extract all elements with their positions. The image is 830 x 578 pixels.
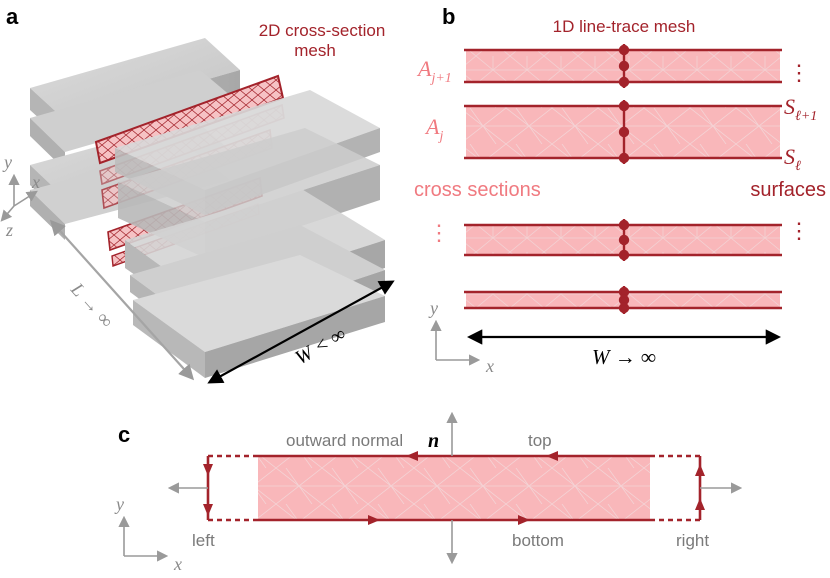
top-direction-left-arrow-2 (546, 451, 558, 461)
panel-a: a (0, 4, 395, 384)
boundary-direction-arrows (203, 451, 705, 525)
panel-c-letter: c (118, 422, 130, 447)
label-s-l: Sℓ (784, 144, 801, 174)
axis-a-x: x (31, 172, 40, 192)
outward-normal-label: outward normal (286, 431, 403, 450)
label-a-j: Aj (424, 114, 443, 144)
width-label-b: W → ∞ (592, 345, 656, 369)
panel-b-title: 1D line-trace mesh (553, 17, 696, 36)
right-direction-up-arrow (695, 464, 705, 476)
length-arrow (49, 219, 195, 381)
label-a-j-plus-1: Aj+1 (416, 56, 452, 86)
mesh-region (258, 456, 650, 520)
dots-right-top: ⋮ (788, 60, 810, 85)
dots-left-middle: ⋮ (428, 220, 450, 245)
left-direction-down-arrow-2 (203, 504, 213, 516)
axis-a-z: z (5, 220, 13, 240)
surfaces-label: surfaces (750, 179, 826, 201)
right-direction-up-arrow-2 (695, 498, 705, 510)
axis-c-y: y (114, 494, 124, 514)
bottom-direction-right-arrow (368, 515, 380, 525)
label-s-l-plus-1: Sℓ+1 (784, 94, 817, 124)
axis-c-x: x (173, 554, 182, 574)
line-traces (618, 44, 630, 314)
left-label: left (192, 531, 215, 550)
axis-a-y: y (2, 152, 12, 172)
panel-b: b 1D line-trace mesh (414, 4, 826, 376)
width-arrow-a (207, 280, 395, 384)
bottom-label: bottom (512, 531, 564, 550)
axes-2d-b (430, 319, 481, 366)
axis-b-x: x (485, 356, 494, 376)
top-direction-left-arrow (406, 451, 418, 461)
cross-sections-label: cross sections (414, 179, 541, 201)
right-label: right (676, 531, 709, 550)
mesh-label-line1: 2D cross-section (259, 21, 386, 40)
panel-b-letter: b (442, 4, 455, 29)
dots-right-middle: ⋮ (788, 218, 810, 243)
bottom-direction-right-arrow-2 (518, 515, 530, 525)
mesh-label-line2: mesh (294, 41, 336, 60)
left-direction-down-arrow (203, 464, 213, 476)
axis-b-y: y (428, 298, 438, 318)
axes-2d-c (118, 515, 169, 562)
normal-vector-symbol: n (428, 430, 439, 452)
top-label: top (528, 431, 552, 450)
outward-normals (167, 411, 743, 565)
axes-3d (0, 173, 38, 222)
panel-c: c (114, 411, 743, 574)
panel-a-letter: a (6, 4, 19, 29)
